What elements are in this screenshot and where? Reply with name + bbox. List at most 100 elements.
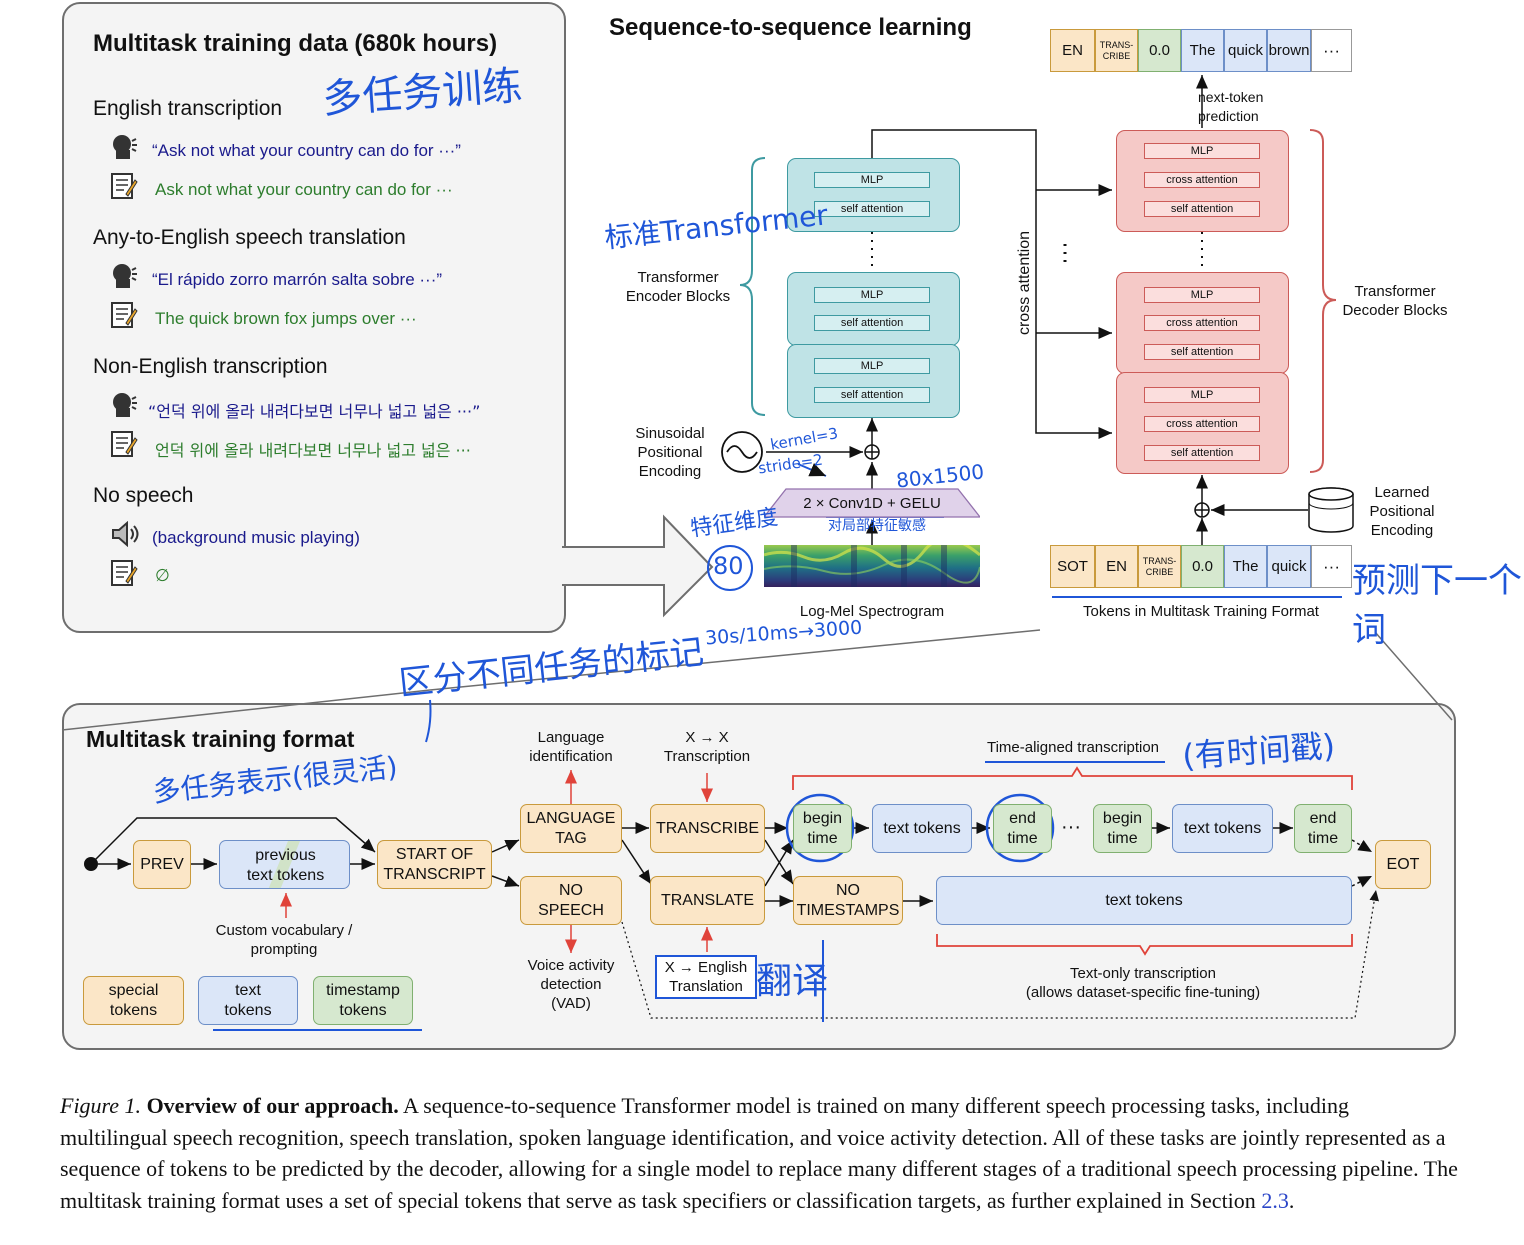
language-tag-token: LANGUAGE TAG — [520, 804, 622, 853]
translate-token: TRANSLATE — [650, 876, 765, 925]
memo-icon — [110, 172, 138, 199]
text-example: Ask not what your country can do for ··· — [155, 180, 453, 199]
encoder-block — [787, 158, 960, 232]
language-id-label: Language identification — [529, 729, 613, 765]
output-token-row: EN TRANS- CRIBE 0.0 The quick brown ··· — [1050, 29, 1352, 72]
custom-vocab-label: Custom vocabulary / prompting — [215, 922, 353, 958]
section-heading: Non-English transcription — [93, 355, 328, 378]
legend-special: special tokens — [83, 976, 184, 1025]
caption-section-link[interactable]: 2.3 — [1261, 1187, 1289, 1213]
format-title: Multitask training format — [86, 726, 355, 752]
token-transcribe: TRANS- CRIBE — [1138, 545, 1181, 588]
token-text: quick — [1267, 545, 1311, 588]
begin-time-token: begin time — [1093, 804, 1152, 853]
training-data-panel — [62, 2, 566, 633]
learned-pos-label: Learned Positional Encoding — [1369, 484, 1435, 539]
end-time-token: end time — [993, 804, 1052, 853]
audio-example: “Ask not what your country can do for ··… — [152, 141, 461, 160]
token-en: EN — [1050, 29, 1095, 72]
previous-text-label: previous text tokens — [246, 847, 325, 884]
memo-icon — [110, 430, 138, 457]
decoder-self-attention: self attention — [1144, 201, 1260, 217]
spectrogram-label: Log-Mel Spectrogram — [799, 603, 945, 620]
annotation: 翻译 — [756, 961, 829, 1002]
speaker-head-icon — [110, 263, 138, 289]
token-en: EN — [1095, 545, 1138, 588]
vad-label: Voice activity detection (VAD) — [527, 957, 615, 1012]
input-token-row: SOT EN TRANS- CRIBE 0.0 The quick ··· — [1050, 545, 1352, 588]
text-tokens-token: text tokens — [872, 804, 972, 853]
text-example: The quick brown fox jumps over ··· — [155, 309, 417, 328]
decoder-cross-attention: cross attention — [1144, 315, 1260, 331]
encoder-block — [787, 344, 960, 418]
time-aligned-label: Time-aligned transcription — [986, 739, 1160, 756]
token-text: The — [1224, 545, 1267, 588]
caption-body: A sequence-to-sequence Transformer model… — [60, 1093, 1458, 1213]
section-heading: No speech — [93, 484, 194, 507]
conv-block — [762, 488, 982, 518]
decoder-cross-attention: cross attention — [1144, 172, 1260, 188]
next-token-label: next-token prediction — [1198, 89, 1264, 124]
token-text: brown — [1267, 29, 1311, 72]
memo-icon — [110, 559, 138, 586]
memo-icon — [110, 301, 138, 328]
training-data-title: Multitask training data (680k hours) — [93, 30, 498, 57]
text-example: ∅ — [155, 566, 170, 585]
ellipsis: ··· — [1061, 816, 1081, 838]
section-heading: English transcription — [93, 97, 283, 120]
encoder-mlp: MLP — [814, 287, 930, 303]
tokens-caption: Tokens in Multitask Training Format — [1083, 603, 1319, 620]
decoder-mlp: MLP — [1144, 287, 1260, 303]
eot-token: EOT — [1375, 840, 1431, 889]
token-ellipsis: ··· — [1311, 29, 1352, 72]
caption-end: . — [1288, 1187, 1295, 1213]
audio-example: “언덕 위에 올라 내려다보면 너무나 넓고 넓은 ···” — [148, 402, 481, 421]
encoder-mlp: MLP — [814, 172, 930, 188]
token-sot: SOT — [1050, 545, 1095, 588]
annotation: 预测下一个词 — [1352, 561, 1522, 650]
legend-timestamp: timestamp tokens — [313, 976, 413, 1025]
token-ellipsis: ··· — [1311, 545, 1352, 588]
no-timestamps-token: NO TIMESTAMPS — [793, 876, 903, 925]
conv-label: 2 × Conv1D + GELU — [803, 495, 941, 512]
annotation: 80 — [713, 552, 744, 580]
spectrogram-image — [764, 545, 980, 587]
encoder-self-attention: self attention — [814, 315, 930, 331]
legend-text: text tokens — [198, 976, 298, 1025]
text-only-label: Text-only transcription (allows dataset-… — [1025, 965, 1261, 1001]
token-timestamp: 0.0 — [1138, 29, 1181, 72]
decoder-label: Transformer Decoder Blocks — [1342, 283, 1448, 319]
encoder-self-attention: self attention — [814, 387, 930, 403]
section-heading: Any-to-English speech translation — [93, 226, 406, 249]
decoder-mlp: MLP — [1144, 387, 1260, 403]
sinusoidal-label: Sinusoidal Positional Encoding — [635, 425, 705, 480]
decoder-mlp: MLP — [1144, 143, 1260, 159]
previous-text-token: previous text tokens — [219, 840, 350, 889]
token-text: The — [1181, 29, 1224, 72]
encoder-label: Transformer Encoder Blocks — [625, 269, 731, 305]
text-tokens-token: text tokens — [1172, 804, 1273, 853]
encoder-block — [787, 272, 960, 346]
encoder-self-attention: self attention — [814, 201, 930, 217]
x-to-x-label: X → X Transcription — [663, 729, 751, 765]
seq2seq-title: Sequence-to-sequence learning — [609, 14, 972, 41]
decoder-self-attention: self attention — [1144, 445, 1260, 461]
cross-attention-label: cross attention — [1016, 230, 1033, 336]
text-tokens-wide: text tokens — [936, 876, 1352, 925]
audio-example: “El rápido zorro marrón salta sobre ···” — [152, 270, 443, 289]
prev-token: PREV — [133, 840, 191, 889]
audio-example: (background music playing) — [152, 528, 360, 547]
speaker-head-icon — [110, 134, 138, 160]
speaker-head-icon — [110, 392, 138, 418]
x-to-english-label: X → English Translation — [655, 955, 757, 999]
token-timestamp: 0.0 — [1181, 545, 1224, 588]
token-transcribe: TRANS- CRIBE — [1095, 29, 1138, 72]
transcribe-token: TRANSCRIBE — [650, 804, 765, 853]
begin-time-token: begin time — [793, 804, 852, 853]
caption-figure-number: Figure 1. — [60, 1093, 142, 1118]
end-time-token: end time — [1294, 804, 1352, 853]
decoder-self-attention: self attention — [1144, 344, 1260, 360]
encoder-mlp: MLP — [814, 358, 930, 374]
text-example: 언덕 위에 올라 내려다보면 너무나 넓고 넓은 ··· — [155, 441, 471, 460]
start-of-transcript-token: START OF TRANSCRIPT — [377, 840, 492, 889]
